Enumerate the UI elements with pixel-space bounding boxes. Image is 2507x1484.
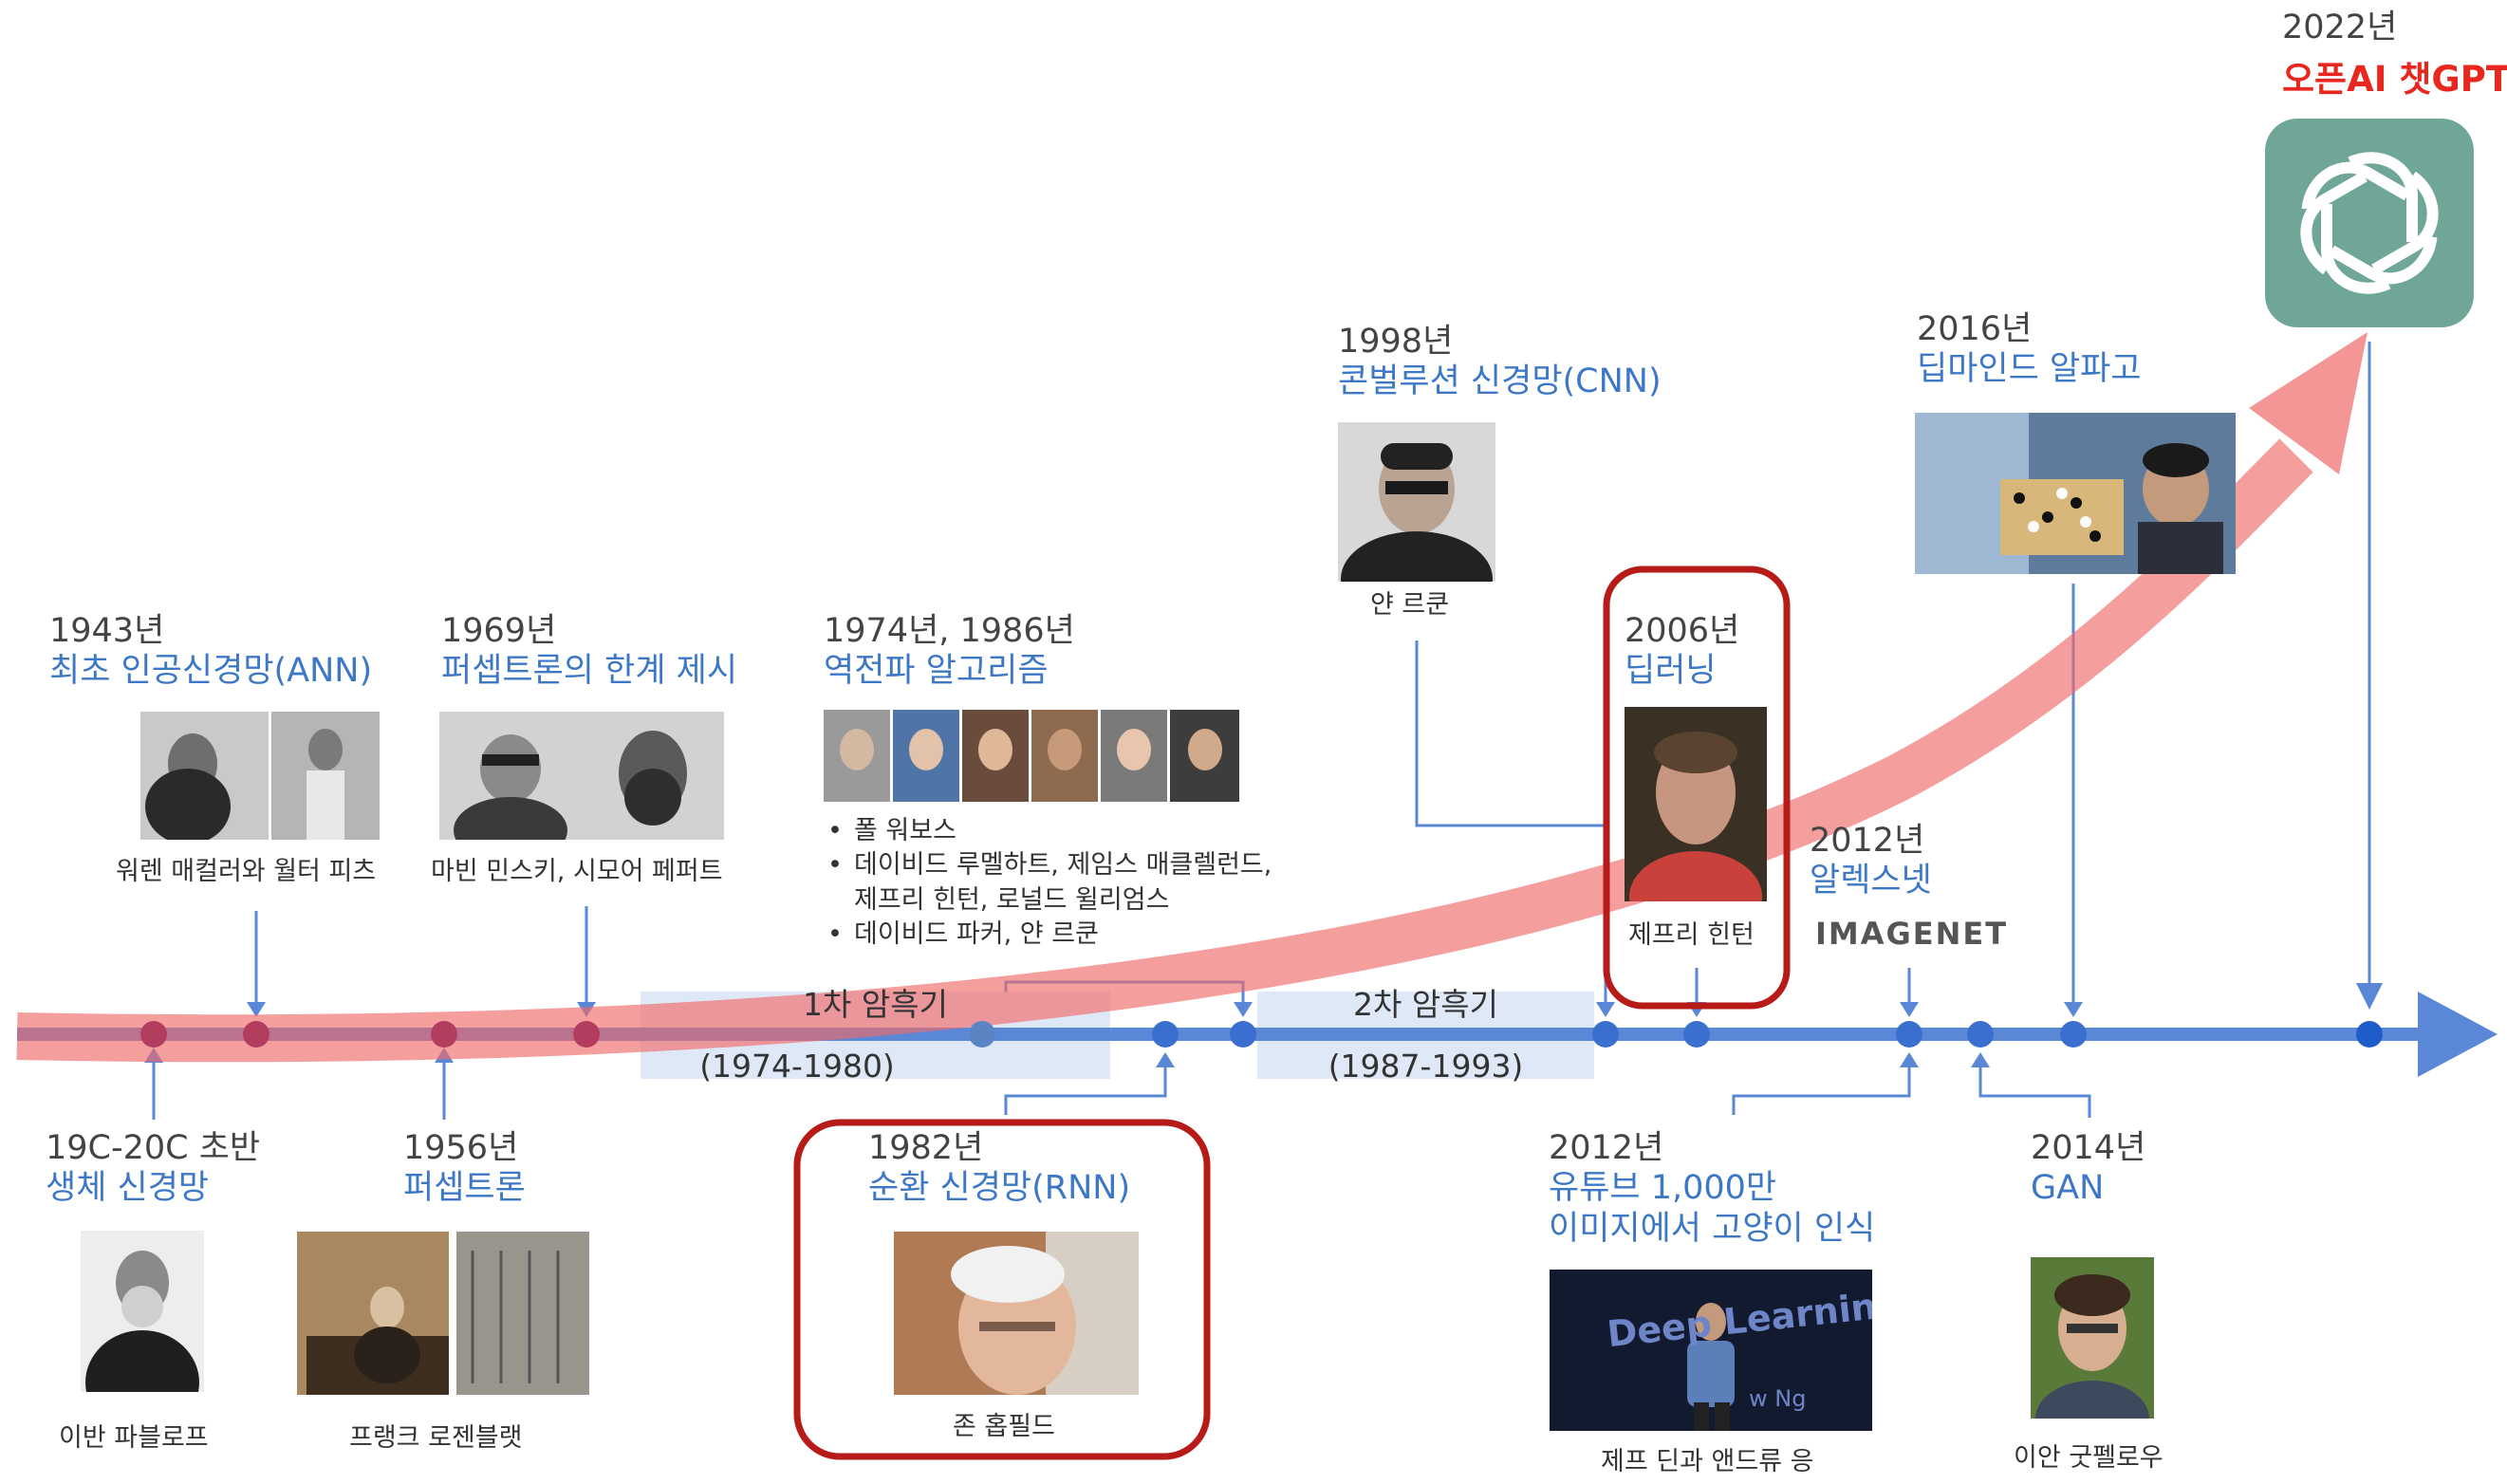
event-2012a-year: 2012년 xyxy=(1810,822,1925,860)
event-1974-title: 역전파 알고리즘 xyxy=(824,652,1049,690)
event-2006-title: 딥러닝 xyxy=(1625,652,1717,690)
event-1969-year: 1969년 xyxy=(441,612,557,650)
event-1974-note-3: 제프리 힌턴, 로널드 윌리엄스 xyxy=(854,884,1170,915)
event-1998-year: 1998년 xyxy=(1338,323,1454,361)
event-1974-portrait-strip xyxy=(824,710,1239,802)
event-2006-portrait-photo xyxy=(1625,707,1767,901)
event-1943-portrait-photos xyxy=(140,712,380,840)
event-2006-year: 2006년 xyxy=(1625,612,1740,650)
event-2006-caption: 제프리 힌턴 xyxy=(1628,920,1755,950)
event-19c-year: 19C-20C 초반 xyxy=(46,1129,261,1167)
event-1974-note-4: 데이비드 파커, 얀 르쿤 xyxy=(824,918,1272,953)
event-2022-title: 오픈AI 챗GPT xyxy=(2282,59,2507,100)
event-2016-year: 2016년 xyxy=(1917,310,2033,348)
event-2012b-title-line-2: 이미지에서 고양이 인식 xyxy=(1549,1210,1876,1248)
event-1982-title: 순환 신경망(RNN) xyxy=(868,1169,1131,1207)
event-1974-note-2: 데이비드 루멜하트, 제임스 매클렐런드, xyxy=(824,848,1272,883)
event-2014-year: 2014년 xyxy=(2031,1129,2146,1167)
event-19c-portrait-photo xyxy=(81,1231,204,1392)
period-2-name: 2차 암흑기 xyxy=(1353,986,1498,1023)
event-19c-title: 생체 신경망 xyxy=(46,1169,210,1207)
event-1956-title: 퍼셉트론 xyxy=(403,1169,526,1207)
event-1974-year: 1974년, 1986년 xyxy=(824,612,1075,650)
event-2012b-caption: 제프 딘과 앤드류 응 xyxy=(1601,1447,1814,1476)
event-2012b-title-line-1: 유튜브 1,000만 xyxy=(1549,1169,1777,1207)
event-1982-portrait-photo xyxy=(894,1232,1139,1395)
event-2014-title: GAN xyxy=(2031,1169,2105,1207)
highlight-box-1982 xyxy=(793,1119,1211,1460)
event-1974-notes: 폴 워보스 데이비드 루멜하트, 제임스 매클렐런드, 제프리 힌턴, 로널드 … xyxy=(824,814,1272,953)
event-2014-caption: 이안 굿펠로우 xyxy=(2014,1443,2163,1473)
event-2022-year: 2022년 xyxy=(2282,9,2398,46)
event-1943-caption: 워렌 매컬러와 월터 피츠 xyxy=(116,857,377,886)
event-2016-go-game-photo xyxy=(1915,413,2236,574)
event-1982-year: 1982년 xyxy=(868,1129,984,1167)
growth-arrow xyxy=(16,438,2313,1063)
event-1943-year: 1943년 xyxy=(49,612,165,650)
period-2-years: (1987-1993) xyxy=(1328,1048,1524,1085)
event-1956-perceptron-photos xyxy=(297,1232,589,1395)
event-1969-title: 퍼셉트론의 한계 제시 xyxy=(441,652,738,690)
period-1-years: (1974-1980) xyxy=(699,1048,895,1085)
highlight-box-2006 xyxy=(1603,566,1791,1010)
timeline-dots xyxy=(140,1021,2383,1048)
event-1998-title: 콘벌루션 신경망(CNN) xyxy=(1338,362,1662,400)
event-2016-title: 딥마인드 알파고 xyxy=(1917,350,2142,388)
event-2012b-stage-photo: Deep Learning w Ng xyxy=(1550,1270,1872,1431)
event-1982-caption: 존 홉필드 xyxy=(953,1412,1055,1441)
event-2012a-title: 알렉스넷 xyxy=(1810,862,1932,900)
imagenet-logo: IMAGENET xyxy=(1815,916,2009,952)
period-1-name: 1차 암흑기 xyxy=(803,986,948,1023)
event-1974-note-1: 폴 워보스 xyxy=(824,814,1272,849)
timeline-axis-arrowhead xyxy=(2418,992,2498,1077)
event-19c-caption: 이반 파블로프 xyxy=(59,1423,209,1453)
event-2012b-year: 2012년 xyxy=(1549,1129,1664,1167)
event-1943-title: 최초 인공신경망(ANN) xyxy=(49,652,373,690)
event-1956-caption: 프랭크 로젠블랫 xyxy=(349,1423,523,1453)
growth-arrowhead xyxy=(2249,332,2368,474)
event-1956-year: 1956년 xyxy=(403,1129,519,1167)
event-1969-caption: 마빈 민스키, 시모어 페퍼트 xyxy=(431,857,723,886)
chatgpt-logo-icon xyxy=(2265,119,2474,327)
event-2012b-photo-subtext: w Ng xyxy=(1749,1385,1807,1412)
event-1998-caption: 얀 르쿤 xyxy=(1370,590,1450,620)
event-1998-portrait-photo xyxy=(1338,422,1495,582)
event-2014-portrait-photo xyxy=(2031,1257,2154,1419)
event-1969-portrait-photos xyxy=(439,712,724,840)
